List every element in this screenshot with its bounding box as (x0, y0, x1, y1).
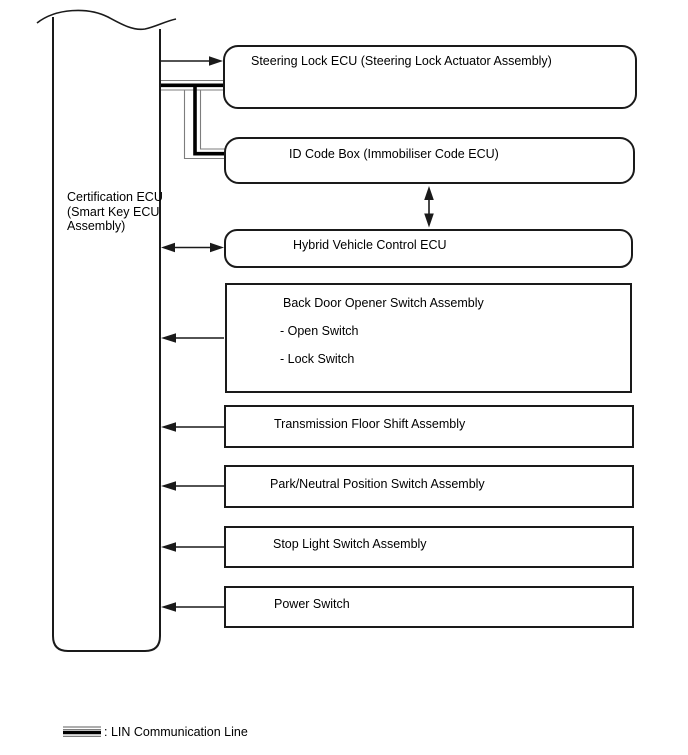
node-power-switch: Power Switch (224, 586, 634, 628)
torn-edge-wave (36, 9, 177, 31)
node-transmission-floor-shift: Transmission Floor Shift Assembly (224, 405, 634, 448)
certification-ecu-label: Certification ECU (Smart Key ECU Assembl… (67, 190, 163, 233)
arrow-idcode-hybrid-bidirectional (424, 186, 434, 228)
node-sub-item: - Open Switch (280, 324, 359, 338)
arrow-stop-light-to-certification (161, 542, 224, 552)
lin-communication-line-symbol (63, 726, 101, 738)
node-sub-item: - Lock Switch (280, 352, 355, 366)
node-label: Transmission Floor Shift Assembly (274, 417, 466, 431)
arrow-back-door-to-certification (161, 333, 224, 343)
node-park-neutral-position-switch: Park/Neutral Position Switch Assembly (224, 465, 634, 508)
arrow-certification-hybrid-bidirectional (161, 242, 224, 253)
node-label: Back Door Opener Switch Assembly (283, 296, 484, 310)
node-hybrid-vehicle-control-ecu: Hybrid Vehicle Control ECU (224, 229, 633, 268)
lin-communication-line (161, 79, 226, 160)
node-label: Hybrid Vehicle Control ECU (293, 238, 447, 252)
arrow-certification-to-steering-lock (161, 56, 223, 66)
arrow-power-switch-to-certification (161, 602, 224, 612)
node-label: Power Switch (274, 597, 350, 611)
node-stop-light-switch: Stop Light Switch Assembly (224, 526, 634, 568)
node-steering-lock-ecu: Steering Lock ECU (Steering Lock Actuato… (223, 45, 637, 109)
arrow-transmission-to-certification (161, 422, 224, 432)
node-label: Stop Light Switch Assembly (273, 537, 427, 551)
legend-label: : LIN Communication Line (104, 725, 248, 739)
arrow-park-neutral-to-certification (161, 481, 224, 491)
node-label: Steering Lock ECU (Steering Lock Actuato… (251, 54, 552, 68)
node-back-door-opener-switch: Back Door Opener Switch Assembly - Open … (225, 283, 632, 393)
node-id-code-box: ID Code Box (Immobiliser Code ECU) (224, 137, 635, 184)
node-label: Park/Neutral Position Switch Assembly (270, 477, 485, 491)
node-label: ID Code Box (Immobiliser Code ECU) (289, 147, 499, 161)
certification-ecu-outline (36, 9, 177, 652)
